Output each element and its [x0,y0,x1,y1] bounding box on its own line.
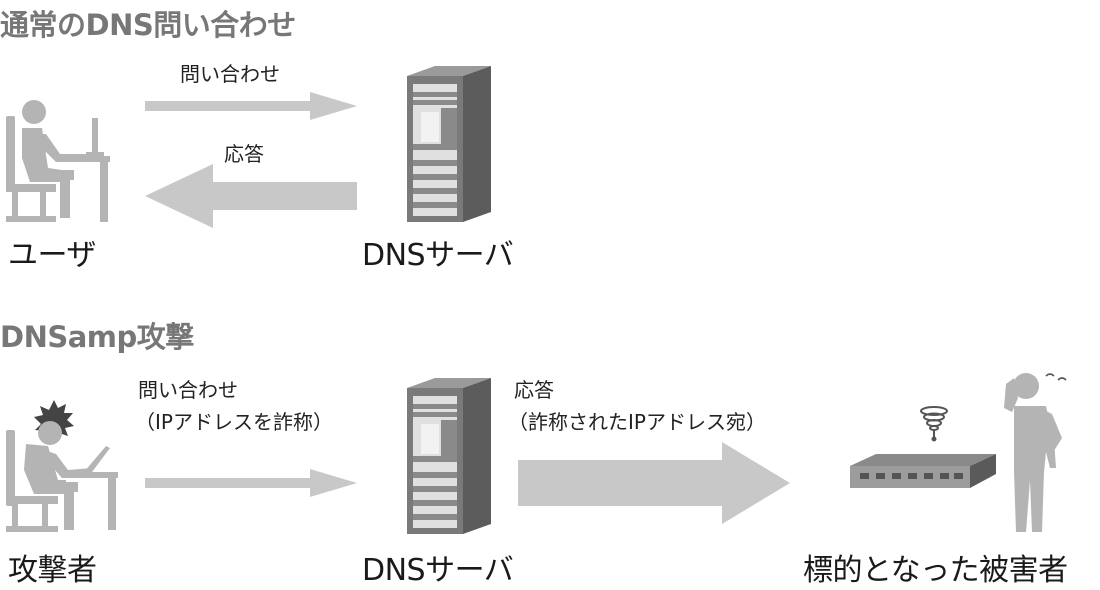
spoofed-query-label-line1: 問い合わせ [138,378,238,402]
arrow-response-left [145,164,357,228]
arrow-query-right [145,92,357,120]
spoofed-query-label-line2: （IPアドレスを詐称） [135,410,333,434]
server-rack-icon [407,378,491,534]
dizzy-icon [920,406,948,442]
user-at-desk-icon [6,100,110,222]
server-rack-icon [407,66,491,222]
victim-label: 標的となった被害者 [803,553,1068,588]
attacker-label: 攻撃者 [8,553,97,588]
amplified-response-label-line2: （詐称されたIPアドレス宛） [508,410,766,434]
arrow-query-label: 問い合わせ [180,62,280,86]
attacker-at-desk-icon [6,400,118,532]
amplified-response-label-line1: 応答 [514,378,554,402]
dns-server-label-2: DNSサーバ [362,553,514,588]
arrow-amplified-response-right [518,442,790,524]
arrow-spoofed-query-right [145,469,357,497]
confused-person-icon [1004,373,1067,532]
user-label: ユーザ [8,238,96,273]
section-title-dnsamp-attack: DNSamp攻撃 [0,320,194,354]
arrow-response-label: 応答 [224,142,264,166]
dns-server-label-1: DNSサーバ [362,238,514,273]
network-switch-icon [850,454,996,488]
section-title-normal-dns: 通常のDNS問い合わせ [0,8,296,42]
